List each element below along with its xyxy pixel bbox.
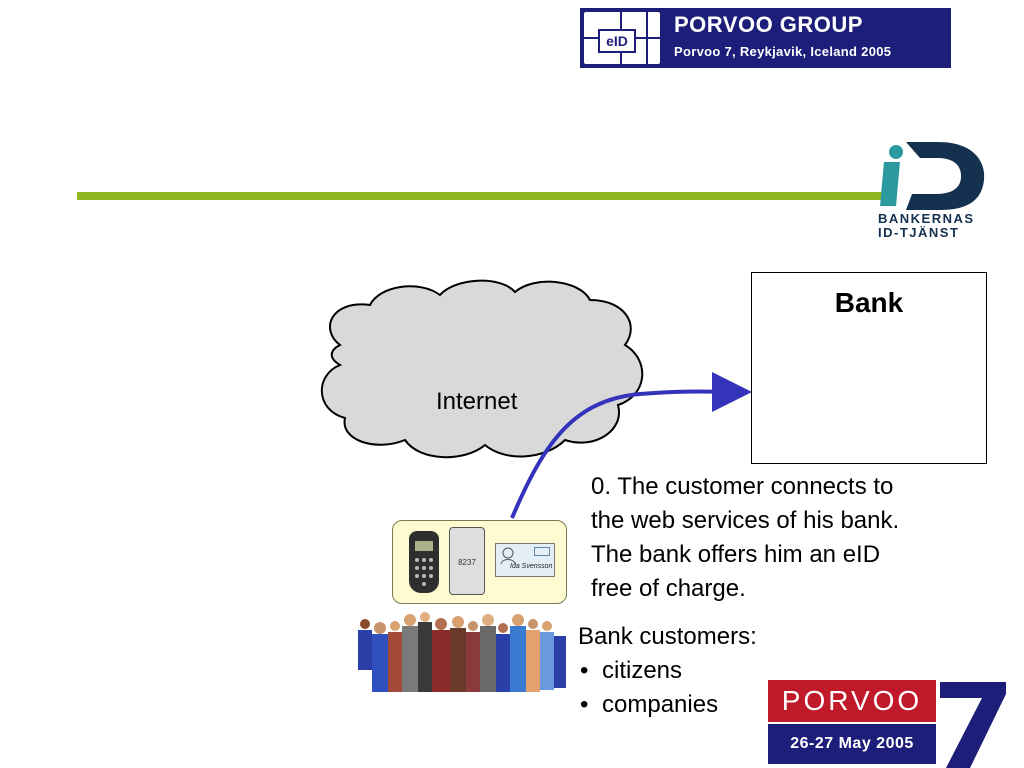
list-item: companies bbox=[578, 688, 757, 722]
porvoo-dates: 26-27 May 2005 bbox=[768, 724, 936, 764]
code-card-number: 8237 bbox=[458, 558, 476, 567]
porvoo-7-logo: PORVOO 26-27 May 2005 bbox=[768, 680, 1008, 768]
connection-arrow bbox=[510, 371, 752, 519]
bankernas-id-text: BANKERNAS ID-TJÄNST bbox=[878, 212, 975, 240]
banner-subtitle: Porvoo 7, Reykjavik, Iceland 2005 bbox=[674, 44, 892, 59]
logo-line-1: BANKERNAS bbox=[878, 211, 975, 226]
porvoo-seven-icon bbox=[940, 682, 1006, 768]
green-divider bbox=[77, 192, 889, 200]
bankernas-id-logo bbox=[880, 142, 985, 210]
porvoo-name: PORVOO bbox=[768, 680, 936, 722]
description-line-3: The bank offers him an eID bbox=[591, 541, 881, 568]
customers-heading: Bank customers: bbox=[578, 623, 757, 650]
description-line-2: the web services of his bank. bbox=[591, 507, 900, 534]
internet-label: Internet bbox=[436, 388, 518, 415]
eid-badge-logo: eID bbox=[584, 12, 660, 64]
code-card-icon: 8237 bbox=[449, 527, 485, 595]
logo-line-2: ID-TJÄNST bbox=[878, 225, 960, 240]
bank-label: Bank bbox=[834, 287, 904, 318]
id-card-name: Ida Svensson bbox=[510, 563, 553, 570]
description-line-1: 0. The customer connects to bbox=[591, 473, 894, 500]
eid-badge-text: eID bbox=[598, 29, 636, 53]
description-line-4: free of charge. bbox=[591, 575, 746, 602]
id-card-icon: Ida Svensson bbox=[495, 543, 555, 577]
step-description: 0. The customer connects to the web serv… bbox=[591, 470, 991, 606]
bank-box: Bank bbox=[751, 272, 987, 464]
internet-cloud bbox=[320, 279, 644, 459]
bank-customers-people-icon bbox=[358, 612, 566, 692]
porvoo-group-banner: eID PORVOO GROUP Porvoo 7, Reykjavik, Ic… bbox=[580, 8, 951, 68]
bank-customers-list: Bank customers: citizens companies bbox=[578, 620, 757, 722]
list-item: citizens bbox=[578, 654, 757, 688]
banner-title: PORVOO GROUP bbox=[674, 12, 863, 37]
eid-devices-panel: 8237 Ida Svensson bbox=[392, 520, 567, 604]
security-token-icon bbox=[409, 531, 439, 593]
